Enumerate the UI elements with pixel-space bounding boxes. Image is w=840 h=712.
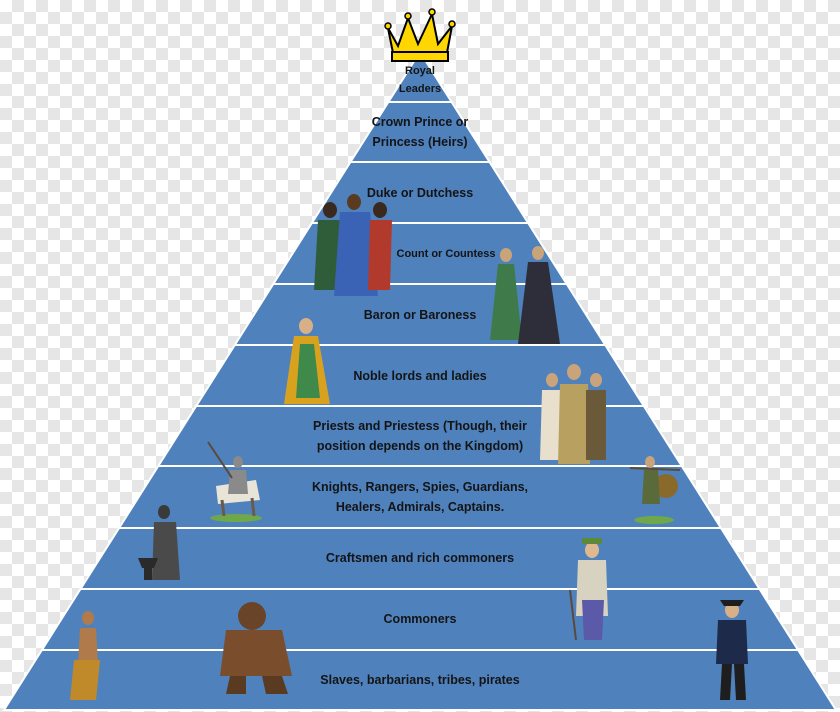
blacksmith-figure — [138, 505, 180, 580]
pirate-figure — [716, 600, 748, 700]
tier-label-craftsmen: Craftsmen and rich commoners — [325, 551, 515, 565]
tier-label-slaves: Slaves, barbarians, tribes, pirates — [320, 673, 520, 687]
mounted-knight-figure — [207, 441, 262, 522]
pyramid-tier-10 — [2, 649, 838, 711]
tier-label-crown-prince: Crown Prince or Princess (Heirs) — [371, 115, 469, 149]
crown-icon — [384, 8, 456, 62]
spearman-figure — [629, 456, 681, 524]
tier-label-count: Count or Countess — [396, 248, 496, 260]
tribal-figure — [70, 611, 100, 700]
farmer-figure — [569, 538, 608, 641]
tier-label-royal-leaders: Royal Leaders — [398, 65, 442, 95]
tier-label-noble-lords: Noble lords and ladies — [353, 369, 487, 383]
tier-label-commoners: Commoners — [383, 612, 457, 626]
tier-label-duke: Duke or Dutchess — [366, 186, 474, 200]
priests-figure — [540, 364, 606, 464]
barbarian-figure — [220, 602, 292, 694]
noble-lady-figure — [284, 318, 330, 404]
tier-label-baron: Baron or Baroness — [363, 308, 477, 322]
tier-label-knights: Knights, Rangers, Spies, Guardians, Heal… — [311, 480, 529, 514]
noble-ladies-figure — [490, 246, 560, 344]
tier-label-priests: Priests and Priestess (Though, their pos… — [313, 419, 527, 453]
nobles-group-figure — [314, 194, 392, 296]
